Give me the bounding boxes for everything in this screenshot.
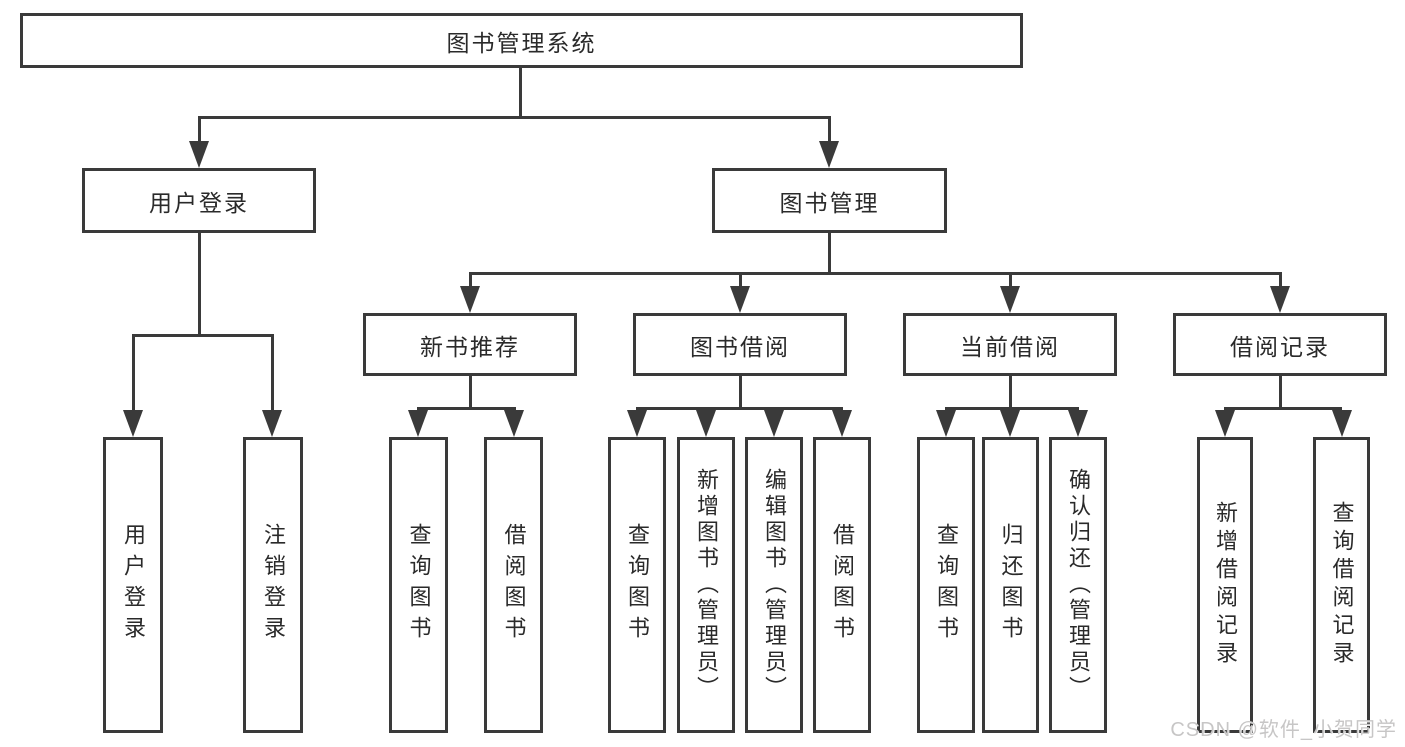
node-leaf-query-borrow-record: 查询借阅记录 <box>1313 437 1370 733</box>
node-label: 查询图书 <box>934 523 959 647</box>
connector-line <box>469 272 1282 275</box>
arrowhead-icon <box>696 410 716 437</box>
arrowhead-icon <box>408 410 428 437</box>
node-user-login: 用户登录 <box>82 168 316 233</box>
connector-line <box>198 116 831 119</box>
node-leaf-query-books-borrow: 查询图书 <box>608 437 666 733</box>
node-label: 编辑图书（管理员） <box>762 468 787 702</box>
arrowhead-icon <box>730 286 750 313</box>
node-book-management: 图书管理 <box>712 168 947 233</box>
node-label: 图书管理 <box>779 189 880 216</box>
node-leaf-borrow-books: 借阅图书 <box>813 437 871 733</box>
connector-line <box>519 68 522 118</box>
connector-line <box>417 407 516 410</box>
node-label: 借阅图书 <box>501 523 527 647</box>
node-label: 借阅图书 <box>830 523 855 647</box>
arrowhead-icon <box>123 410 143 437</box>
node-leaf-confirm-return-admin: 确认归还（管理员） <box>1049 437 1107 733</box>
connector-line <box>132 334 274 337</box>
node-label: 图书管理系统 <box>446 29 597 56</box>
node-borrowing-records: 借阅记录 <box>1173 313 1387 376</box>
connector-line <box>828 233 831 275</box>
arrowhead-icon <box>832 410 852 437</box>
arrowhead-icon <box>764 410 784 437</box>
arrowhead-icon <box>1068 410 1088 437</box>
connector-line <box>1009 272 1012 288</box>
arrowhead-icon <box>1000 286 1020 313</box>
node-label: 用户登录 <box>149 189 249 216</box>
arrowhead-icon <box>1332 410 1352 437</box>
node-book-borrowing: 图书借阅 <box>633 313 847 376</box>
node-label: 新增图书（管理员） <box>694 468 719 702</box>
connector-line <box>1224 407 1342 410</box>
node-label: 确认归还（管理员） <box>1066 468 1091 702</box>
connector-line <box>739 272 742 288</box>
node-leaf-edit-books-admin: 编辑图书（管理员） <box>745 437 803 733</box>
node-leaf-add-books-admin: 新增图书（管理员） <box>677 437 735 733</box>
connector-line <box>198 116 201 143</box>
connector-line <box>828 116 831 143</box>
connector-line <box>132 334 135 410</box>
connector-line <box>469 272 472 288</box>
node-leaf-borrow-books-recommend: 借阅图书 <box>484 437 543 733</box>
node-label: 用户登录 <box>121 523 146 647</box>
node-leaf-add-borrow-record: 新增借阅记录 <box>1197 437 1253 733</box>
arrowhead-icon <box>262 410 282 437</box>
node-leaf-return-books: 归还图书 <box>982 437 1039 733</box>
arrowhead-icon <box>819 141 839 168</box>
connector-line <box>271 334 274 410</box>
node-current-borrowing: 当前借阅 <box>903 313 1117 376</box>
node-label: 当前借阅 <box>960 333 1060 360</box>
connector-line <box>739 376 742 410</box>
node-label: 新书推荐 <box>420 333 520 360</box>
node-new-book-recommendation: 新书推荐 <box>363 313 577 376</box>
arrowhead-icon <box>627 410 647 437</box>
node-label: 查询借阅记录 <box>1329 501 1355 669</box>
node-label: 新增借阅记录 <box>1213 501 1238 669</box>
connector-line <box>945 407 1079 410</box>
node-leaf-query-books-recommend: 查询图书 <box>389 437 448 733</box>
arrowhead-icon <box>504 410 524 437</box>
connector-line <box>1279 272 1282 288</box>
arrowhead-icon <box>1000 410 1020 437</box>
csdn-watermark: CSDN @软件_小贺同学 <box>1170 719 1397 741</box>
arrowhead-icon <box>189 141 209 168</box>
connector-line <box>636 407 843 410</box>
arrowhead-icon <box>936 410 956 437</box>
node-leaf-logout: 注销登录 <box>243 437 303 733</box>
connector-line <box>1009 376 1012 410</box>
node-leaf-query-books-current: 查询图书 <box>917 437 975 733</box>
node-library-management-system: 图书管理系统 <box>20 13 1023 68</box>
arrowhead-icon <box>460 286 480 313</box>
node-label: 图书借阅 <box>690 333 790 360</box>
node-label: 注销登录 <box>261 523 286 647</box>
node-label: 查询图书 <box>406 523 432 647</box>
arrowhead-icon <box>1270 286 1290 313</box>
node-label: 查询图书 <box>625 523 650 647</box>
connector-line <box>469 376 472 410</box>
connector-line <box>1279 376 1282 410</box>
node-leaf-user-login: 用户登录 <box>103 437 163 733</box>
node-label: 归还图书 <box>998 523 1024 647</box>
arrowhead-icon <box>1215 410 1235 437</box>
node-label: 借阅记录 <box>1230 333 1330 360</box>
connector-line <box>198 233 201 337</box>
